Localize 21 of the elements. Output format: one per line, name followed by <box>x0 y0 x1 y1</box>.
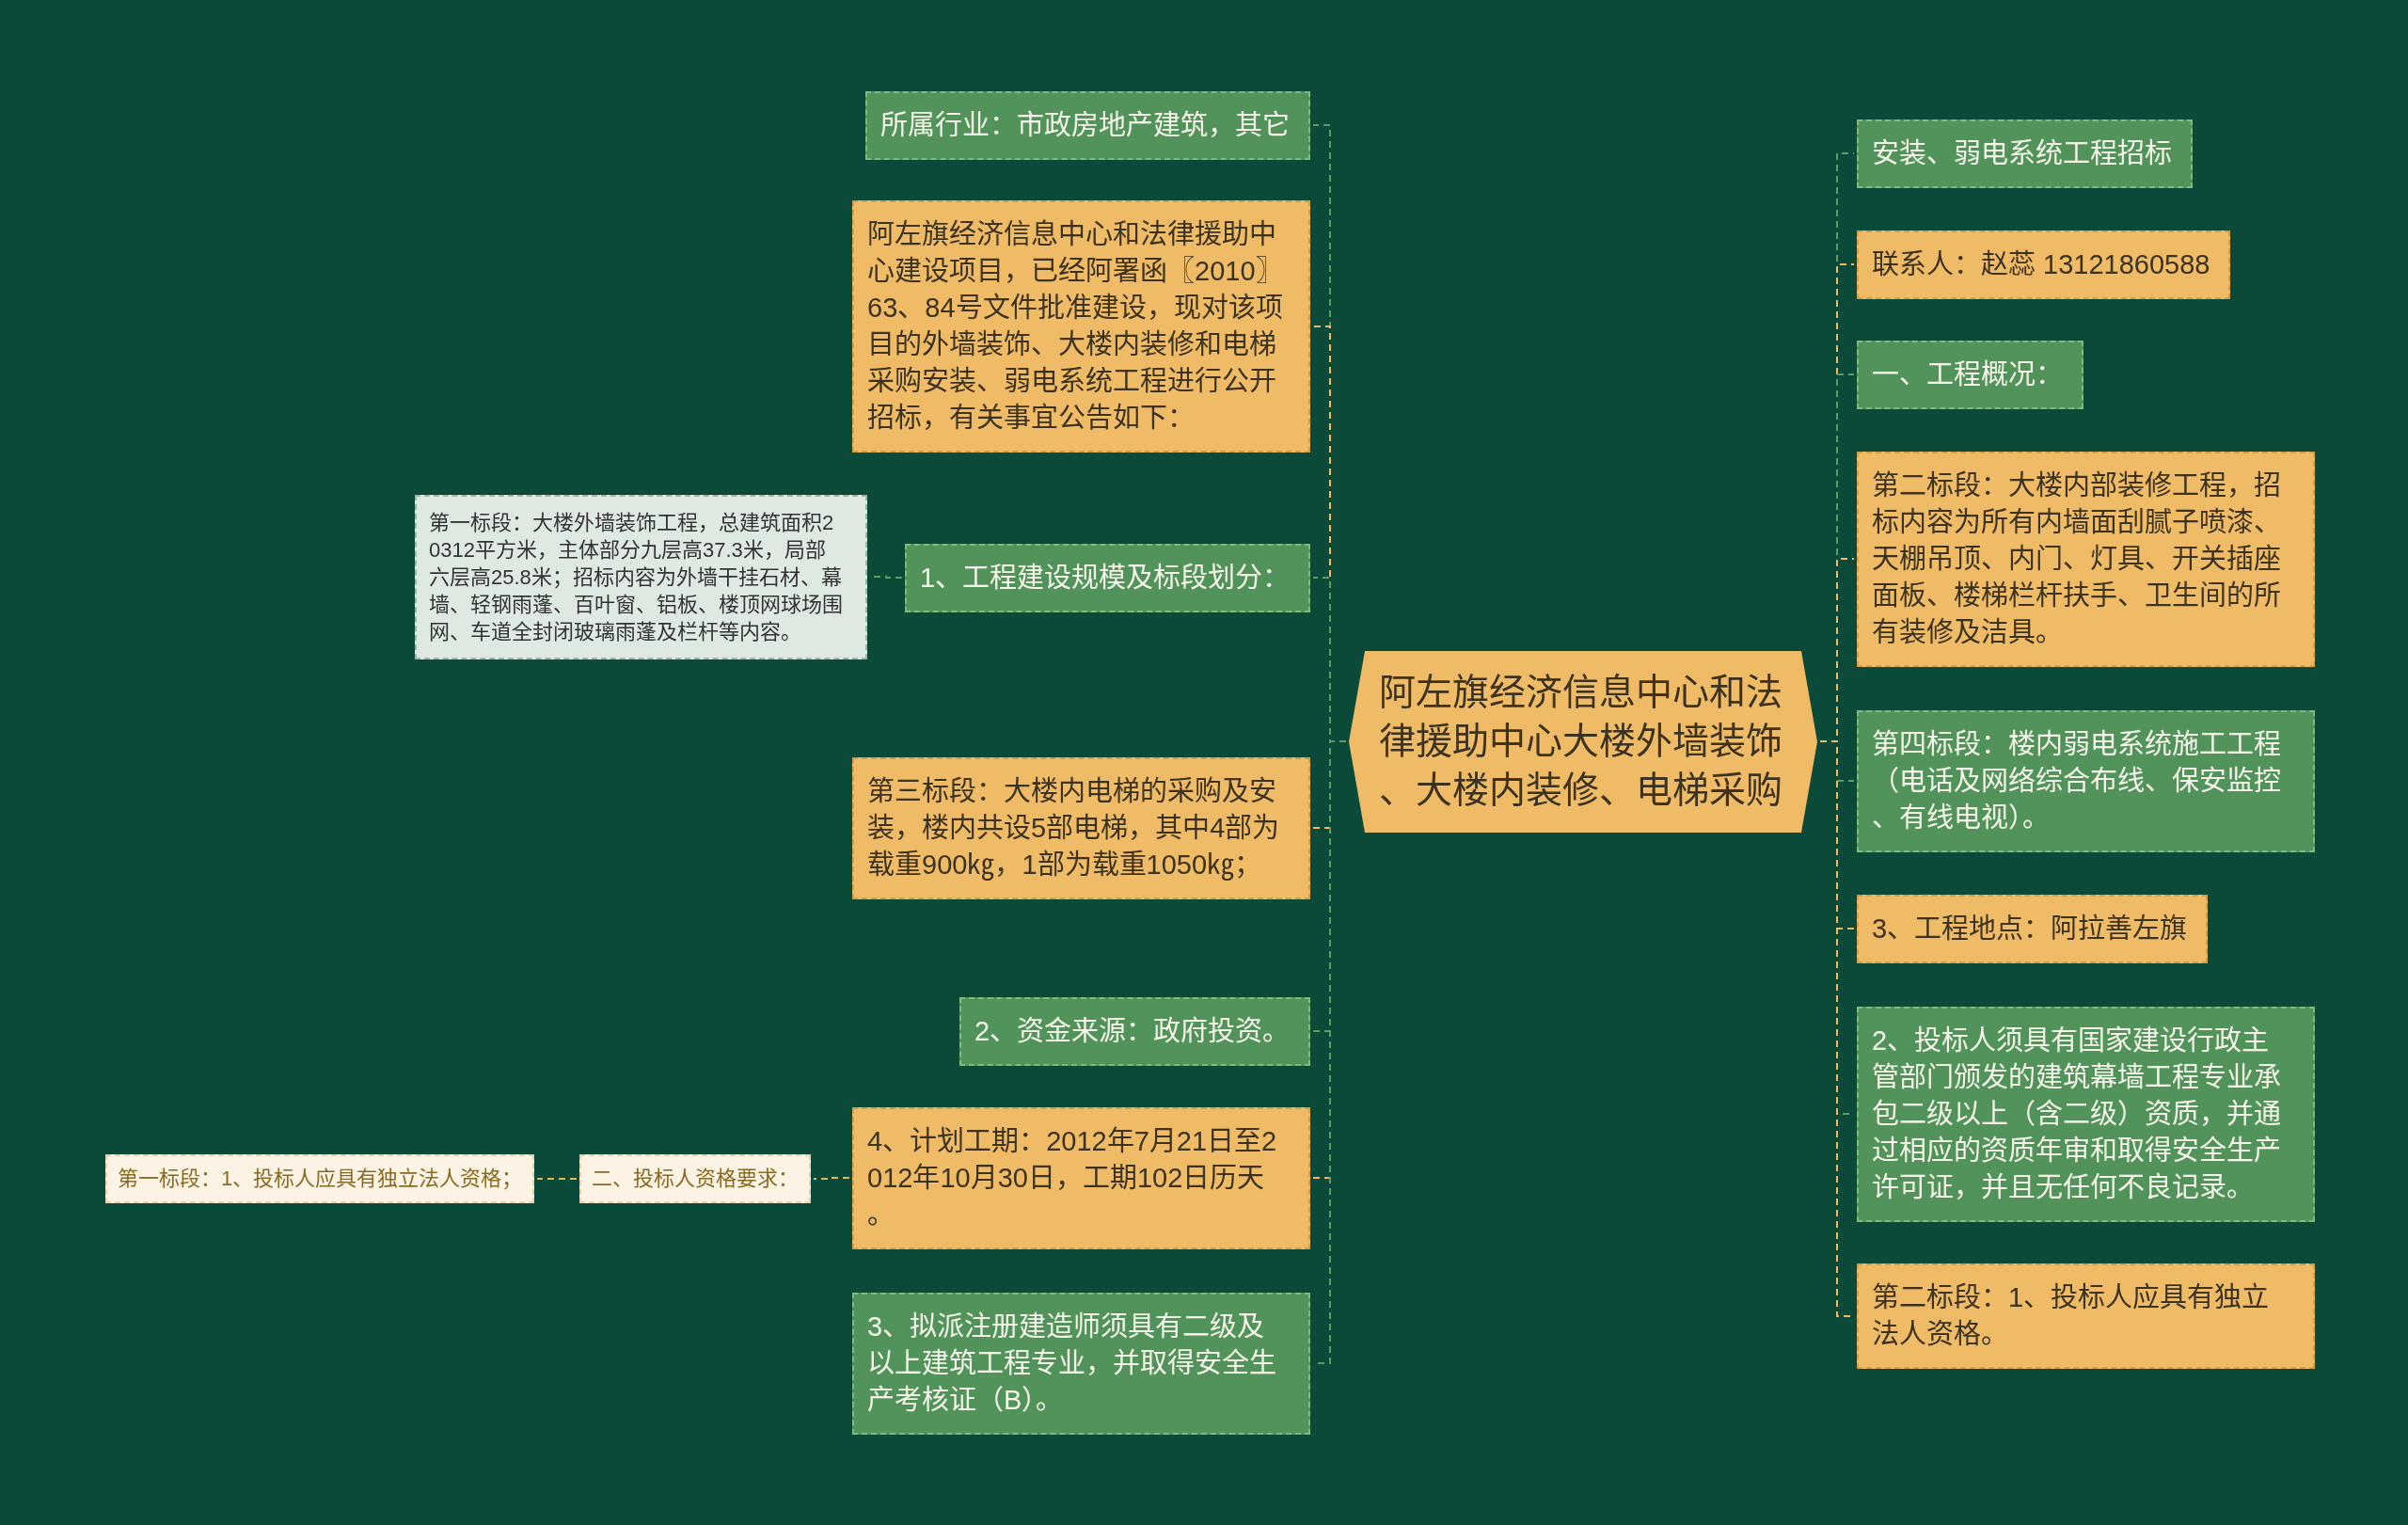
topic-box: 第四标段：楼内弱电系统施工工程（电话及网络综合布线、保安监控、有线电视）。 <box>1857 709 2315 852</box>
topic-box: 1、工程建设规模及标段划分： <box>905 543 1311 612</box>
connector-line <box>813 1177 850 1180</box>
central-topic: 阿左旗经济信息中心和法律援助中心大楼外墙装饰、大楼内装修、电梯采购 <box>1349 650 1817 833</box>
topic-box: 第一标段：大楼外墙装饰工程，总建筑面积20312平方米，主体部分九层高37.3米，局部六层高25.8米；招标内容为外墙干挂石材、幕墙、轻钢雨蓬、百叶窗、铝板、楼顶网球场围网、车道全封闭玻璃雨蓬及栏杆等内容。 <box>415 494 867 659</box>
topic-box: 安装、弱电系统工程招标 <box>1857 119 2193 188</box>
topic-box: 第二标段：大楼内部装修工程，招标内容为所有内墙面刮腻子喷漆、天棚吊顶、内门、灯具、开关插座面板、楼梯栏杆扶手、卫生间的所有装修及洁具。 <box>1857 451 2315 667</box>
connector-line <box>536 1178 578 1180</box>
topic-box: 2、投标人须具有国家建设行政主管部门颁发的建筑幕墙工程专业承包二级以上（含二级）资质，并通过相应的资质年审和取得安全生产许可证，并且无任何不良记录。 <box>1857 1006 2315 1222</box>
topic-box: 二、投标人资格要求： <box>579 1154 811 1203</box>
topic-box: 2、资金来源：政府投资。 <box>959 996 1311 1066</box>
topic-box: 一、工程概况： <box>1857 340 2083 409</box>
topic-box: 阿左旗经济信息中心和法律援助中心建设项目，已经阿署函〖2010〗63、84号文件批准建设，现对该项目的外墙装饰、大楼内装修和电梯采购安装、弱电系统工程进行公开招标，有关事宜公告如下： <box>852 200 1310 453</box>
topic-box: 3、工程地点：阿拉善左旗 <box>1857 894 2209 963</box>
topic-box: 第一标段：1、投标人应具有独立法人资格； <box>105 1154 535 1203</box>
topic-box: 第三标段：大楼内电梯的采购及安装，楼内共设5部电梯，其中4部为载重900㎏，1部为载重1050㎏； <box>852 756 1310 899</box>
topic-box: 第二标段：1、投标人应具有独立法人资格。 <box>1857 1263 2315 1369</box>
topic-box: 所属行业：市政房地产建筑，其它 <box>865 90 1310 160</box>
topic-box: 3、拟派注册建造师须具有二级及以上建筑工程专业，并取得安全生产考核证（B）。 <box>852 1292 1310 1435</box>
topic-box: 4、计划工期：2012年7月21日至2012年10月30日，工期102日历天。 <box>852 1106 1310 1249</box>
topic-box: 联系人：赵蕊 13121860588 <box>1857 230 2231 299</box>
